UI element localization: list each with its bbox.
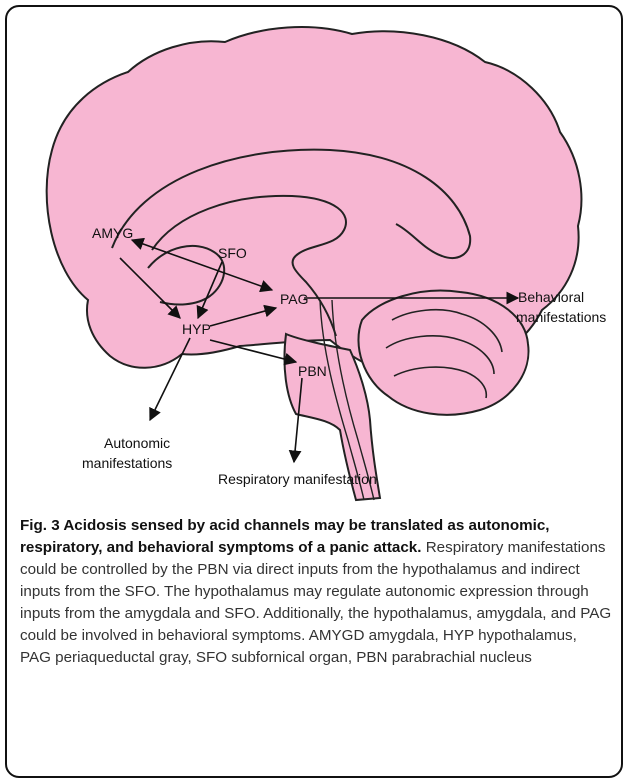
label-autonomic-1: Autonomic <box>104 435 170 451</box>
label-amyg: AMYG <box>92 225 133 241</box>
figure-caption: Fig. 3 Acidosis sensed by acid channels … <box>20 515 612 669</box>
label-hyp: HYP <box>182 321 211 337</box>
label-sfo: SFO <box>218 245 247 261</box>
brain-diagram: AMYG SFO HYP PAG PBN Behavioral manifest… <box>0 0 630 510</box>
label-respiratory: Respiratory manifestation <box>218 471 377 487</box>
label-behavioral-1: Behavioral <box>518 289 584 305</box>
label-autonomic-2: manifestations <box>82 455 172 471</box>
label-pag: PAG <box>280 291 309 307</box>
label-behavioral-2: manifestations <box>516 309 606 325</box>
caption-body: Respiratory manifestations could be cont… <box>20 539 611 666</box>
caption-figure-number: Fig. 3 <box>20 517 60 534</box>
label-pbn: PBN <box>298 363 327 379</box>
